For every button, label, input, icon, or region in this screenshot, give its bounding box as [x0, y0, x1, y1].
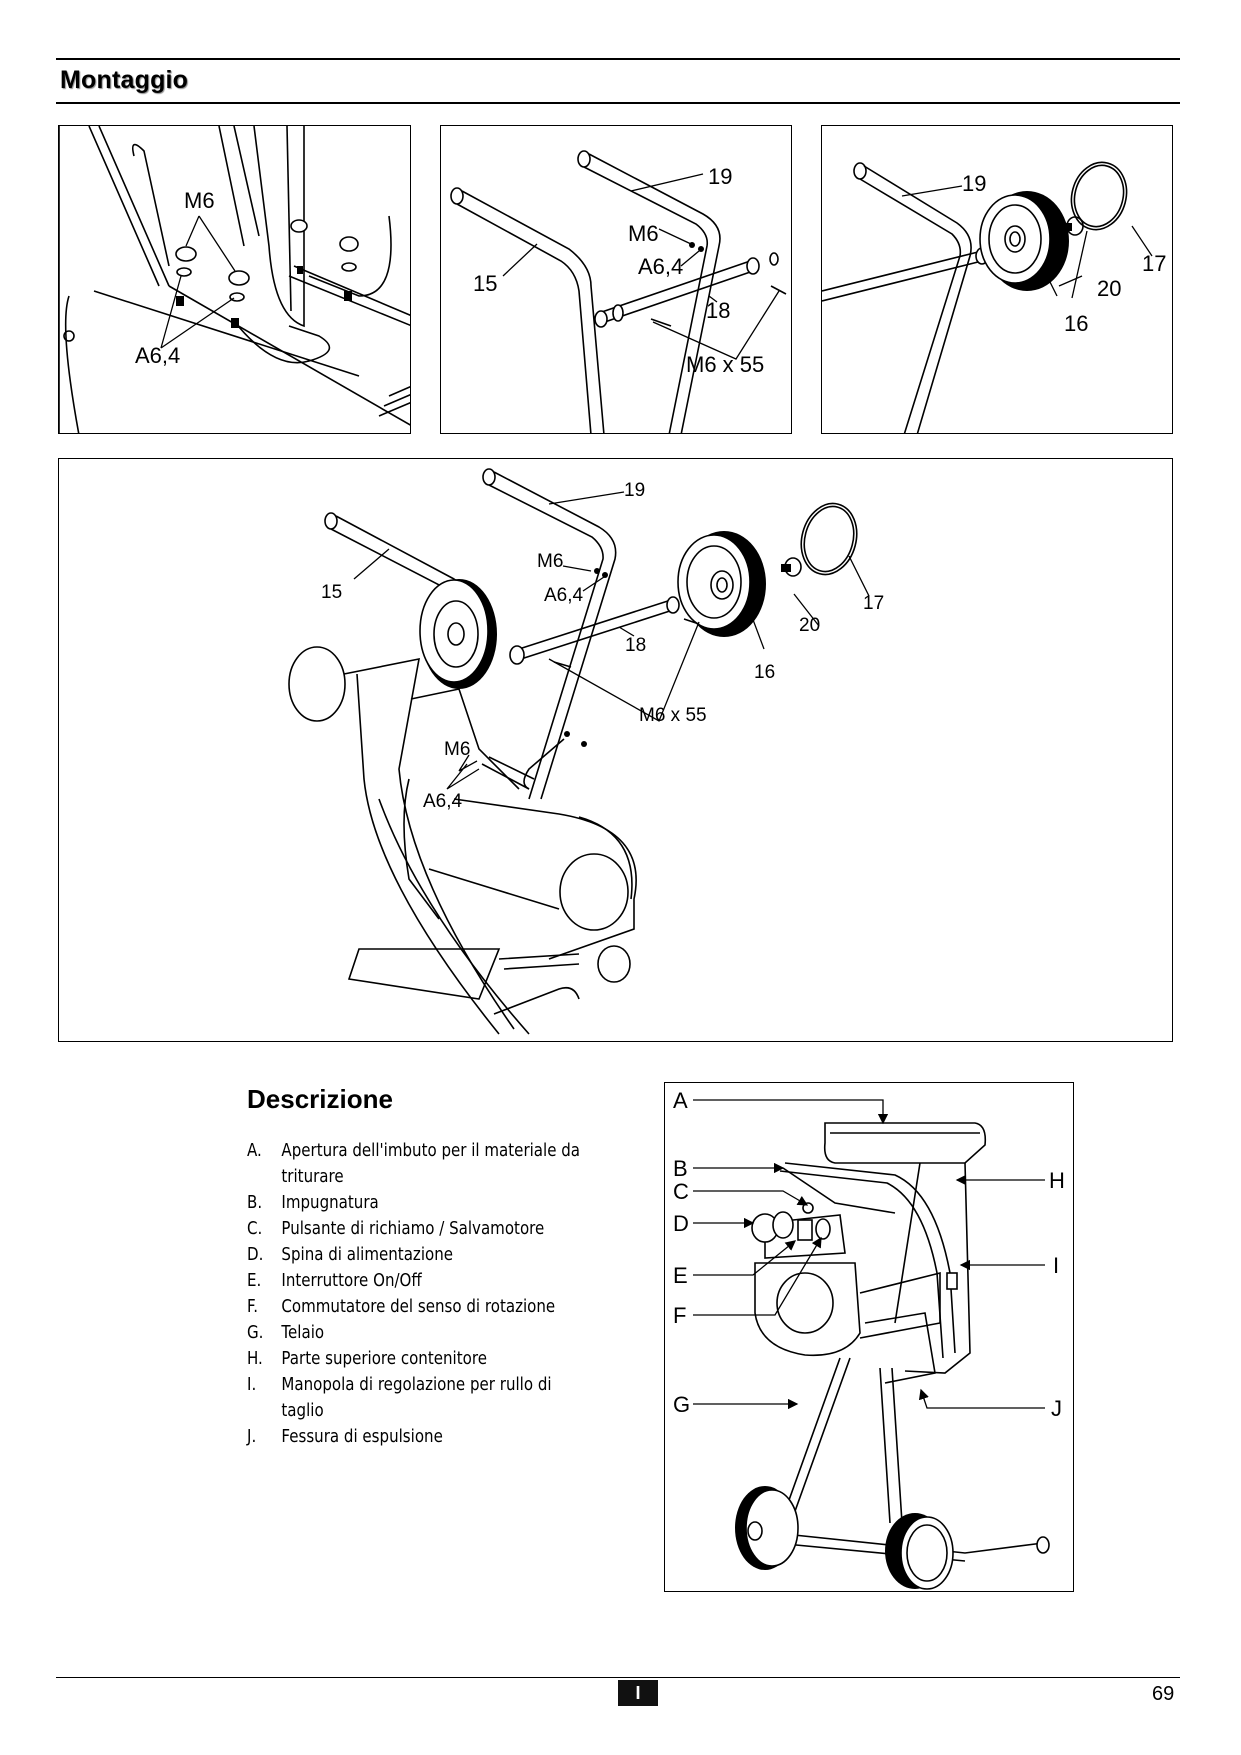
header-rule-bottom — [56, 102, 1180, 104]
item-letter: A. — [247, 1141, 262, 1161]
label-axle: 18 — [706, 298, 730, 323]
callout-b: B — [673, 1156, 688, 1181]
label-nut: M6 — [628, 221, 659, 246]
callout-j: J — [1051, 1396, 1062, 1421]
label-handle-left: 15 — [473, 271, 497, 296]
label-screw: 20 — [799, 615, 820, 636]
callout-g: G — [673, 1392, 690, 1417]
figure-1-nut-detail: M6 A6,4 — [58, 125, 411, 434]
callout-d: D — [673, 1211, 689, 1236]
description-item: G. Telaio — [247, 1320, 591, 1346]
item-letter: I. — [247, 1375, 257, 1395]
label-wheel: 16 — [1064, 311, 1088, 336]
label-nut-bottom: M6 — [444, 739, 470, 760]
item-text: Telaio — [281, 1323, 325, 1343]
label-bolt: M6 x 55 — [639, 705, 707, 726]
label-handle-right: 19 — [708, 164, 732, 189]
item-text: Apertura dell'imbuto per il materiale da… — [281, 1141, 581, 1187]
description-item: J. Fessura di espulsione — [247, 1424, 591, 1450]
item-text: Parte superiore contenitore — [281, 1349, 487, 1369]
description-item: D. Spina di alimentazione — [247, 1242, 591, 1268]
item-letter: H. — [247, 1349, 263, 1369]
page-number: 69 — [1152, 1683, 1175, 1705]
description-item: H. Parte superiore contenitore — [247, 1346, 591, 1372]
section-title: Montaggio — [60, 66, 189, 94]
item-letter: F. — [247, 1297, 259, 1317]
label-cap: 17 — [1142, 251, 1166, 276]
label-cap: 17 — [863, 593, 884, 614]
figure-2-handle-axle: 19 M6 A6,4 15 18 M6 x 55 — [440, 125, 792, 434]
label-washer: A6,4 — [638, 254, 683, 279]
description-item: B. Impugnatura — [247, 1190, 591, 1216]
figure-4-full-assembly: 19 M6 A6,4 15 18 20 17 16 M6 x 55 M6 A6,… — [58, 458, 1173, 1042]
item-text: Spina di alimentazione — [281, 1245, 454, 1265]
label-screw: 20 — [1097, 276, 1121, 301]
header-rule-top — [56, 58, 1180, 60]
item-text: Pulsante di richiamo / Salvamotore — [281, 1219, 545, 1239]
label-washer-top: A6,4 — [544, 585, 584, 606]
description-title: Descrizione — [247, 1084, 393, 1114]
label-nut-top: M6 — [537, 551, 563, 572]
item-text: Impugnatura — [281, 1193, 379, 1213]
figure-3-wheel: 19 16 20 17 — [821, 125, 1173, 434]
description-item: C. Pulsante di richiamo / Salvamotore — [247, 1216, 591, 1242]
label-washer-bottom: A6,4 — [423, 791, 463, 812]
description-item: I. Manopola di regolazione per rullo di t… — [247, 1372, 591, 1424]
language-badge: I — [618, 1680, 658, 1706]
label-bolt: M6 x 55 — [686, 352, 764, 377]
figure-5-machine-overview: A B C D E F G H I J — [664, 1082, 1074, 1592]
label-handle: 19 — [962, 171, 986, 196]
description-item: A. Apertura dell'imbuto per il materiale … — [247, 1138, 591, 1190]
figure-1-drawing: M6 A6,4 — [59, 126, 410, 433]
item-letter: E. — [247, 1271, 262, 1291]
item-text: Commutatore del senso di rotazione — [281, 1297, 556, 1317]
label-washer: A6,4 — [135, 343, 180, 368]
item-letter: B. — [247, 1193, 263, 1213]
callout-f: F — [673, 1303, 686, 1328]
label-handle-right: 19 — [624, 480, 645, 501]
footer-rule — [56, 1677, 1180, 1678]
description-item: F. Commutatore del senso di rotazione — [247, 1294, 591, 1320]
label-axle: 18 — [625, 635, 646, 656]
callout-c: C — [673, 1179, 689, 1204]
item-letter: C. — [247, 1219, 263, 1239]
item-text: Fessura di espulsione — [281, 1427, 443, 1447]
figure-5-drawing: A B C D E F G H I J — [673, 1088, 1065, 1590]
figure-2-drawing: 19 M6 A6,4 15 18 M6 x 55 — [450, 150, 787, 433]
callout-h: H — [1049, 1168, 1065, 1193]
item-letter: D. — [247, 1245, 264, 1265]
label-wheel: 16 — [754, 662, 775, 683]
figure-3-drawing: 19 16 20 17 — [822, 161, 1166, 433]
callout-e: E — [673, 1263, 688, 1288]
item-letter: G. — [247, 1323, 264, 1343]
callout-a: A — [673, 1088, 688, 1113]
item-letter: J. — [247, 1427, 257, 1447]
description-item: E. Interruttore On/Off — [247, 1268, 591, 1294]
item-text: Interruttore On/Off — [281, 1271, 422, 1291]
item-text: Manopola di regolazione per rullo di tag… — [281, 1375, 552, 1421]
label-nut: M6 — [184, 188, 215, 213]
callout-i: I — [1053, 1253, 1059, 1278]
label-handle-left: 15 — [321, 582, 342, 603]
description-list: A. Apertura dell'imbuto per il materiale … — [247, 1138, 591, 1450]
figure-4-drawing: 19 M6 A6,4 15 18 20 17 16 M6 x 55 M6 A6,… — [288, 468, 884, 1035]
